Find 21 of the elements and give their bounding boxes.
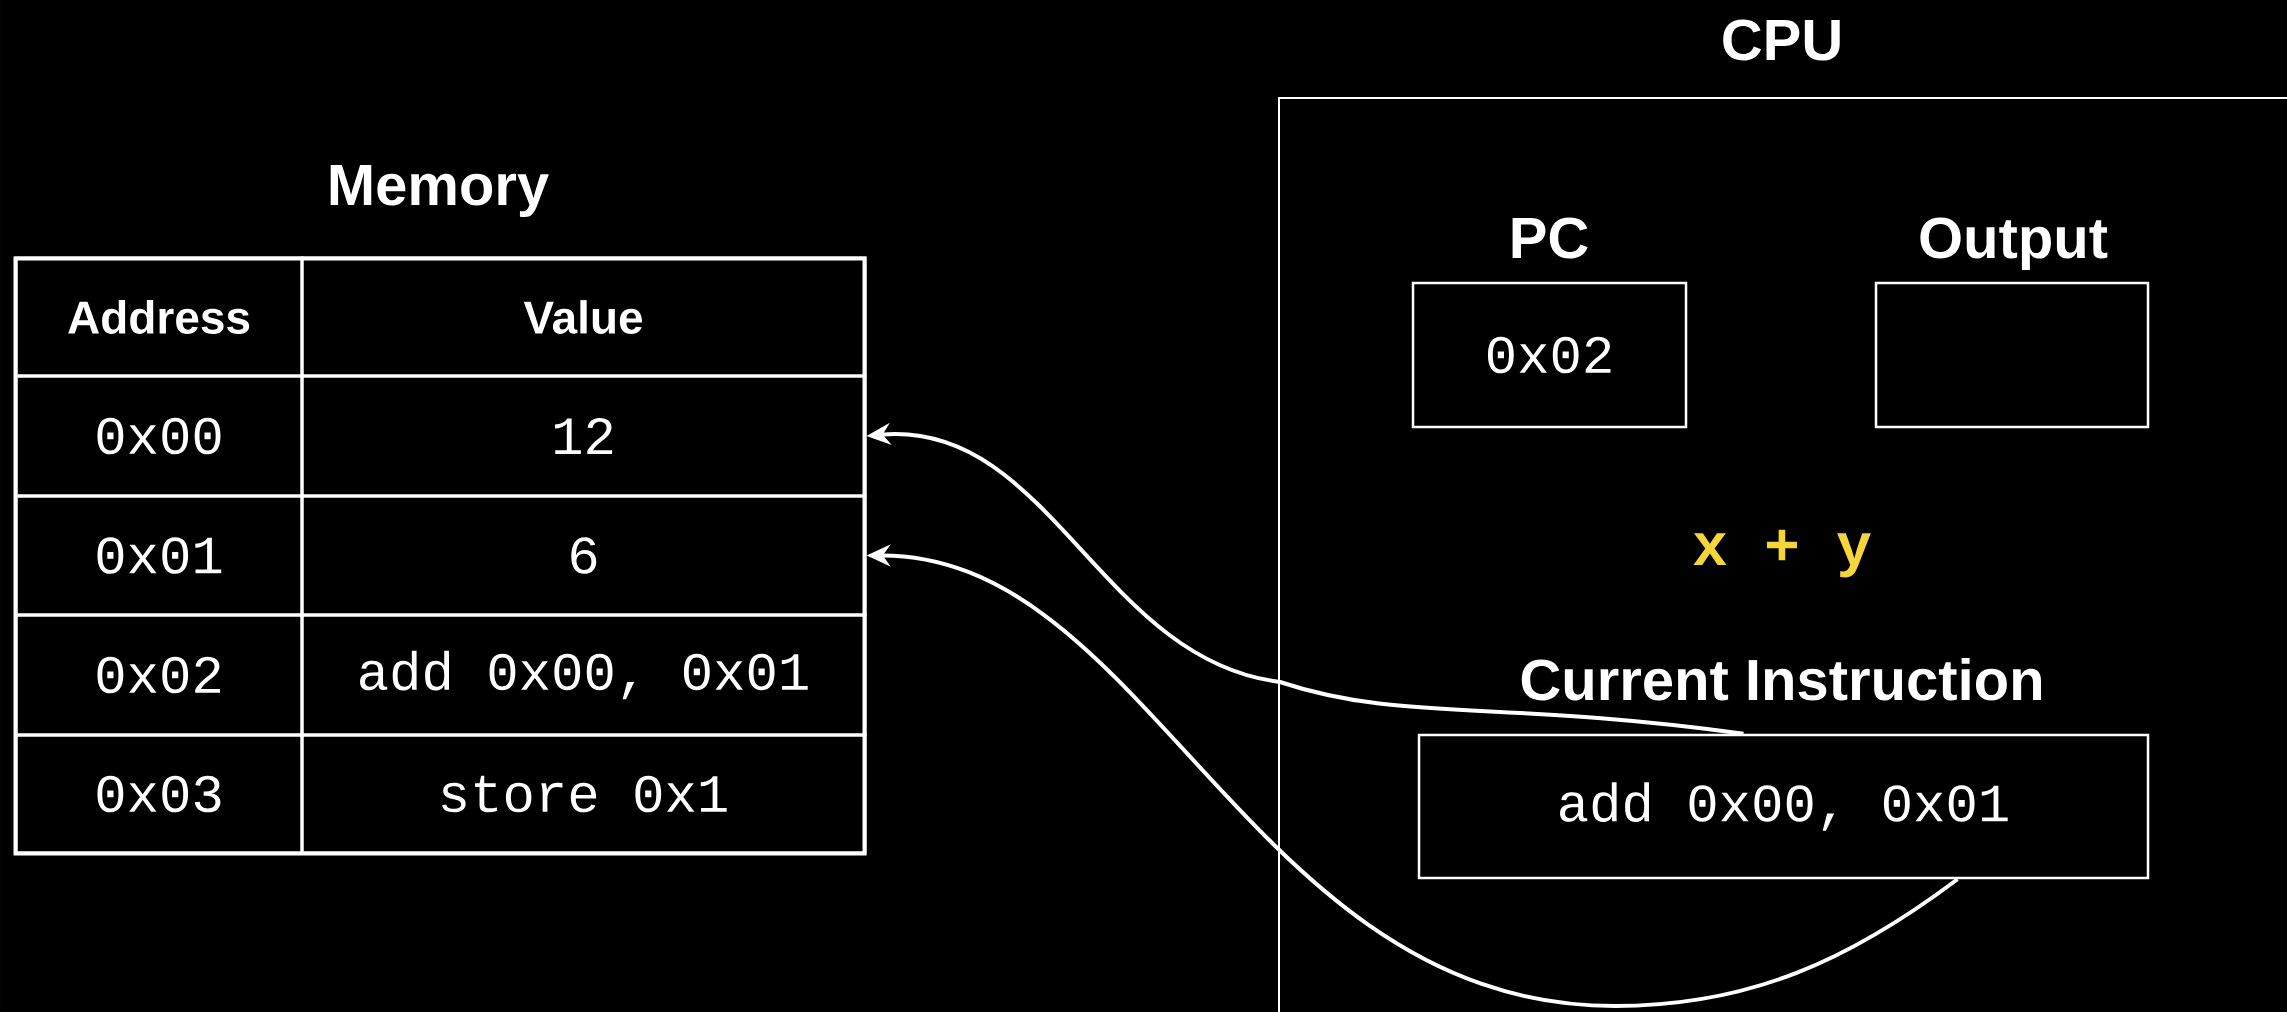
box-title: Current Instruction — [1521, 657, 2041, 701]
table-cell: 6 — [300, 494, 867, 617]
table-cell: 12 — [300, 374, 867, 498]
table-cell: 0x02 — [14, 613, 304, 737]
header-cell: Value — [300, 256, 867, 378]
table-cell: store 0x1 — [300, 733, 867, 855]
table-cell: 0x03 — [14, 733, 304, 855]
cpu-box — [1278, 97, 2287, 1012]
table-cell: 0x01 — [14, 494, 304, 617]
table-cell: add 0x00, 0x01 — [300, 613, 867, 737]
expression: x + y — [1693, 529, 1871, 578]
box-title: Output — [1920, 217, 2108, 270]
table-cell: 0x00 — [14, 374, 304, 498]
register-box: 0x02 — [1411, 281, 1688, 429]
header-cell: Address — [14, 256, 304, 378]
output-box — [1874, 281, 2150, 429]
table-title: Memory — [330, 165, 549, 217]
box-title: PC — [1512, 217, 1588, 259]
memory-table — [13, 256, 867, 856]
instruction-box: add 0x00, 0x01 — [1417, 733, 2150, 880]
box-title: CPU — [1723, 19, 1840, 61]
